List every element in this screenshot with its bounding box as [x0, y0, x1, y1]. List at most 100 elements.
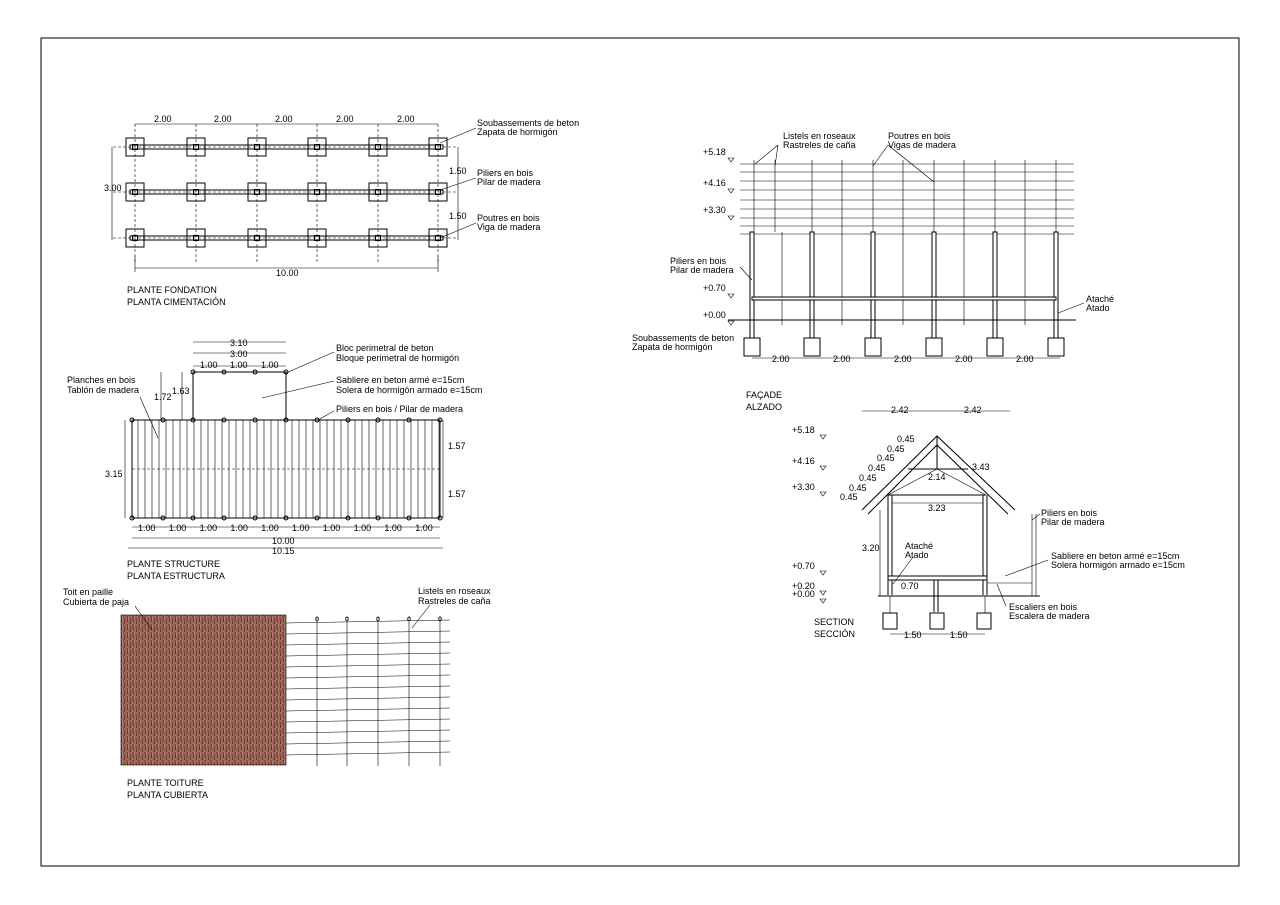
struct-pillar	[314, 417, 320, 423]
struct-label-sill-es: Solera de hormigón armado e=15cm	[336, 385, 482, 395]
section-rafter-dim-3: 0.45	[877, 453, 895, 463]
struct-title-es: PLANTA ESTRUCTURA	[127, 571, 225, 581]
fond-footing	[428, 228, 448, 248]
section-top-dim-2: 2.42	[964, 405, 982, 415]
fond-label-footing-es: Zapata de hormigón	[477, 127, 558, 137]
fond-footing	[247, 137, 267, 157]
roof-batten	[285, 652, 451, 657]
fond-row-span-2: 1.50	[449, 211, 467, 221]
section-rafter-dim-4: 0.45	[868, 463, 886, 473]
struct-height-b: 1.72	[154, 392, 172, 402]
struct-pillar	[406, 417, 412, 423]
facade-label-footing-es: Zapata de hormigón	[632, 342, 713, 352]
struct-perimeter-block	[192, 371, 287, 421]
roof-thatch-area	[120, 614, 287, 766]
fond-footing	[125, 228, 145, 248]
fond-footing	[368, 182, 388, 202]
fond-pillar	[314, 144, 320, 150]
sheet-border	[40, 37, 1240, 867]
fond-pillar	[375, 189, 381, 195]
struct-pillar	[129, 515, 135, 521]
struct-pillar	[129, 417, 135, 423]
facade-label-battens-es: Rastreles de caña	[783, 140, 856, 150]
section-slope: 3.43	[972, 462, 990, 472]
facade-footing	[743, 337, 761, 357]
facade-level-0: +5.18	[703, 147, 726, 157]
fond-row-span-1: 1.50	[449, 166, 467, 176]
struct-pillar	[252, 417, 258, 423]
roof-batten	[285, 707, 451, 712]
struct-span-1: 1.00	[138, 523, 156, 533]
struct-label-block-fr: Bloc perimetral de beton	[336, 343, 434, 353]
facade-footing	[925, 337, 943, 357]
struct-span-7: 1.00	[323, 523, 341, 533]
facade-footing	[986, 337, 1004, 357]
section-level-4: +0.20	[792, 581, 815, 591]
section-level-3: +0.70	[792, 561, 815, 571]
struct-span-6: 1.00	[292, 523, 310, 533]
struct-title-fr: PLANTE STRUCTURE	[127, 559, 220, 569]
struct-total-b: 10.15	[272, 546, 295, 556]
facade-label-tie-fr: Ataché	[1086, 294, 1114, 304]
fond-span-3: 2.00	[275, 114, 293, 124]
section-bay-span-2: 1.50	[950, 630, 968, 640]
section-title-es: SECCIÓN	[814, 629, 855, 639]
roof-batten	[285, 696, 451, 701]
roof-title-fr: PLANTE TOITURE	[127, 778, 204, 788]
struct-pillar	[252, 369, 258, 375]
facade-pillar	[749, 231, 755, 339]
struct-width: 3.15	[105, 469, 123, 479]
struct-span-3: 1.00	[200, 523, 218, 533]
section-height: 3.20	[862, 543, 880, 553]
fond-pillar	[375, 144, 381, 150]
fond-label-pillar-fr: Piliers en bois	[477, 168, 534, 178]
structure-plan: 3.10 3.00 1.00 1.00 1.00 1.63 1.72 1.57 …	[67, 338, 482, 581]
fond-pillar	[132, 235, 138, 241]
struct-pillar	[345, 417, 351, 423]
struct-label-planks-fr: Planches en bois	[67, 375, 136, 385]
struct-block-dim-a: 3.10	[230, 338, 248, 348]
section-tie-width: 2.14	[928, 472, 946, 482]
struct-pillar	[160, 417, 166, 423]
fond-footing	[307, 228, 327, 248]
section-level-0: +5.18	[792, 425, 815, 435]
section-label-sill-fr: Sabliere en beton armé e=15cm	[1051, 551, 1179, 561]
struct-block-span-1: 1.00	[200, 360, 218, 370]
struct-label-planks-es: Tablón de madera	[67, 385, 139, 395]
fond-footing	[125, 137, 145, 157]
struct-pillar	[190, 369, 196, 375]
section-level-1: +4.16	[792, 456, 815, 466]
facade-span-5: 2.00	[1016, 354, 1034, 364]
fond-span-2: 2.00	[214, 114, 232, 124]
struct-half-width-2: 1.57	[448, 489, 466, 499]
roof-batten	[285, 718, 451, 723]
struct-pillar	[283, 515, 289, 521]
facade-level-3: +0.70	[703, 283, 726, 293]
fondation-plan: 2.00 2.00 2.00 2.00 2.00 3.00 1.50 1.50 …	[104, 114, 579, 307]
roof-batten	[285, 619, 451, 624]
struct-pillar	[221, 369, 227, 375]
facade-level-4: +0.00	[703, 310, 726, 320]
fond-pillar	[132, 144, 138, 150]
struct-pillar	[283, 417, 289, 423]
fond-pillar	[193, 189, 199, 195]
facade-pillar	[931, 231, 937, 339]
struct-span-10: 1.00	[415, 523, 433, 533]
struct-span-9: 1.00	[384, 523, 402, 533]
struct-total-a: 10.00	[272, 536, 295, 546]
facade-label-tie-es: Atado	[1086, 303, 1110, 313]
section-label-tie-es: Atado	[905, 550, 929, 560]
facade-level-2: +3.30	[703, 205, 726, 215]
roof-title-es: PLANTA CUBIERTA	[127, 790, 208, 800]
section-rafter-dim-7: 0.45	[840, 492, 858, 502]
fond-footing	[307, 137, 327, 157]
facade-label-beams-es: Vigas de madera	[888, 140, 956, 150]
facade-span-3: 2.00	[894, 354, 912, 364]
fond-pillar	[132, 189, 138, 195]
fond-pillar	[254, 144, 260, 150]
section-title-fr: SECTION	[814, 617, 854, 627]
roof-batten	[285, 630, 451, 635]
fond-pillar	[193, 144, 199, 150]
struct-span-4: 1.00	[230, 523, 248, 533]
